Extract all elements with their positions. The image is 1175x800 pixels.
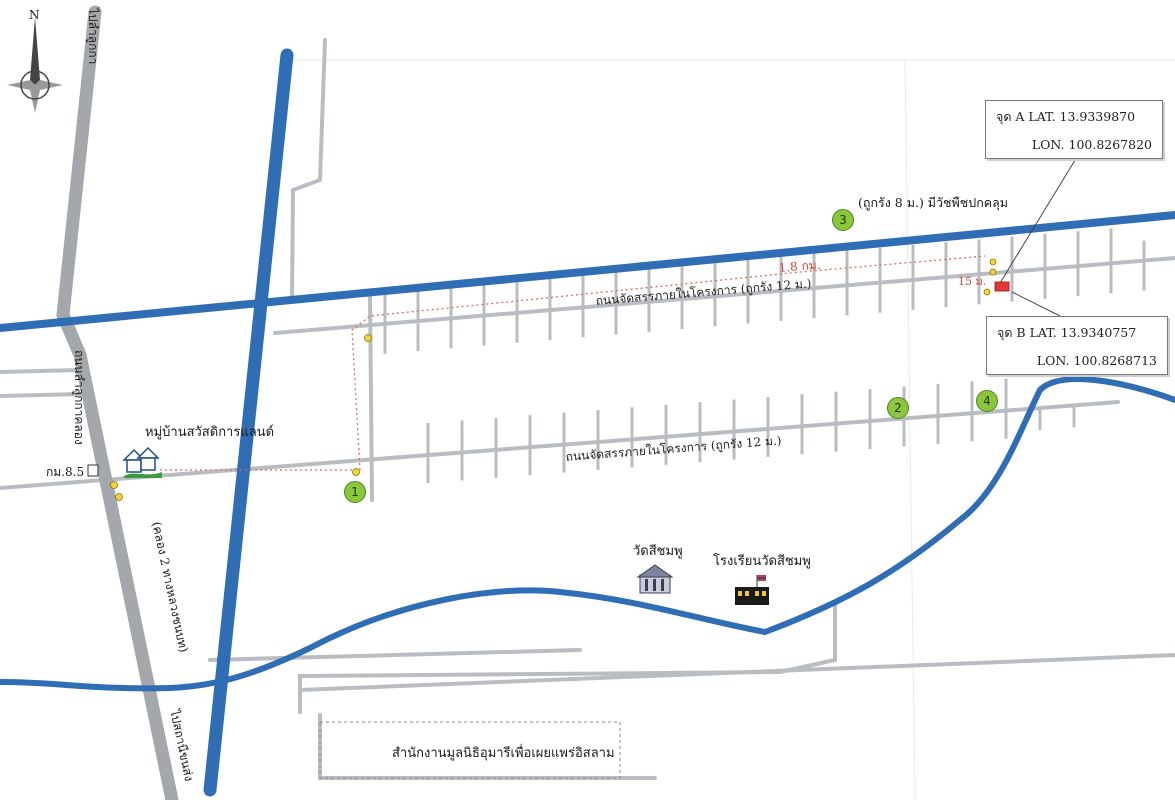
temple-label: วัดสีชมพู (633, 544, 683, 559)
km-post-icon (87, 464, 99, 477)
village-icon (122, 446, 162, 478)
distance-label: 1.8 กม. (778, 257, 822, 275)
marker-3: 3 (832, 209, 854, 231)
school-icon (735, 575, 769, 605)
north-arrow-icon (7, 17, 63, 113)
marker-2: 2 (887, 397, 909, 419)
road-note-label: (ถูกรัง 8 ม.) มีวัชพืชปกคลุม (858, 195, 1009, 210)
point-b-title: จุด B LAT. 13.9340757 (997, 325, 1137, 340)
main-canal (203, 48, 294, 797)
upper-canal (0, 211, 1175, 332)
point-b-box: จุด B LAT. 13.9340757 LON. 100.8268713 (986, 316, 1168, 375)
point-a-title: จุด A LAT. 13.9339870 (996, 109, 1136, 124)
highway-road (56, 5, 179, 800)
marker-4: 4 (976, 390, 998, 412)
curved-canal (0, 376, 1175, 692)
office-boundary (319, 721, 621, 779)
office-label: สำนักงานมูลนิธิอุมารีเพื่อเผยแพร่อิสลาม (392, 746, 615, 761)
km-label: กม.8.5 (46, 465, 85, 479)
marker-1: 1 (344, 481, 366, 503)
temple-icon (636, 564, 674, 594)
point-a-lon: LON. 100.8267820 (1031, 137, 1152, 152)
distance-small-label: 15 ม. (958, 275, 987, 288)
village-label: หมู่บ้านสวัสดิการแลนด์ (145, 425, 275, 440)
point-a-box: จุด A LAT. 13.9339870 LON. 100.8267820 (985, 100, 1163, 159)
highway-top-label: ไปลำลูกกา (86, 8, 100, 65)
highway-name-a: ถนนลำลูกกาคลอง (72, 350, 86, 445)
target-site-icon (994, 281, 1010, 292)
route-line (160, 255, 986, 471)
point-b-lon: LON. 100.8268713 (1036, 353, 1157, 368)
school-label: โรงเรียนวัดสีชมพู (713, 554, 811, 569)
north-label: N (29, 8, 40, 22)
